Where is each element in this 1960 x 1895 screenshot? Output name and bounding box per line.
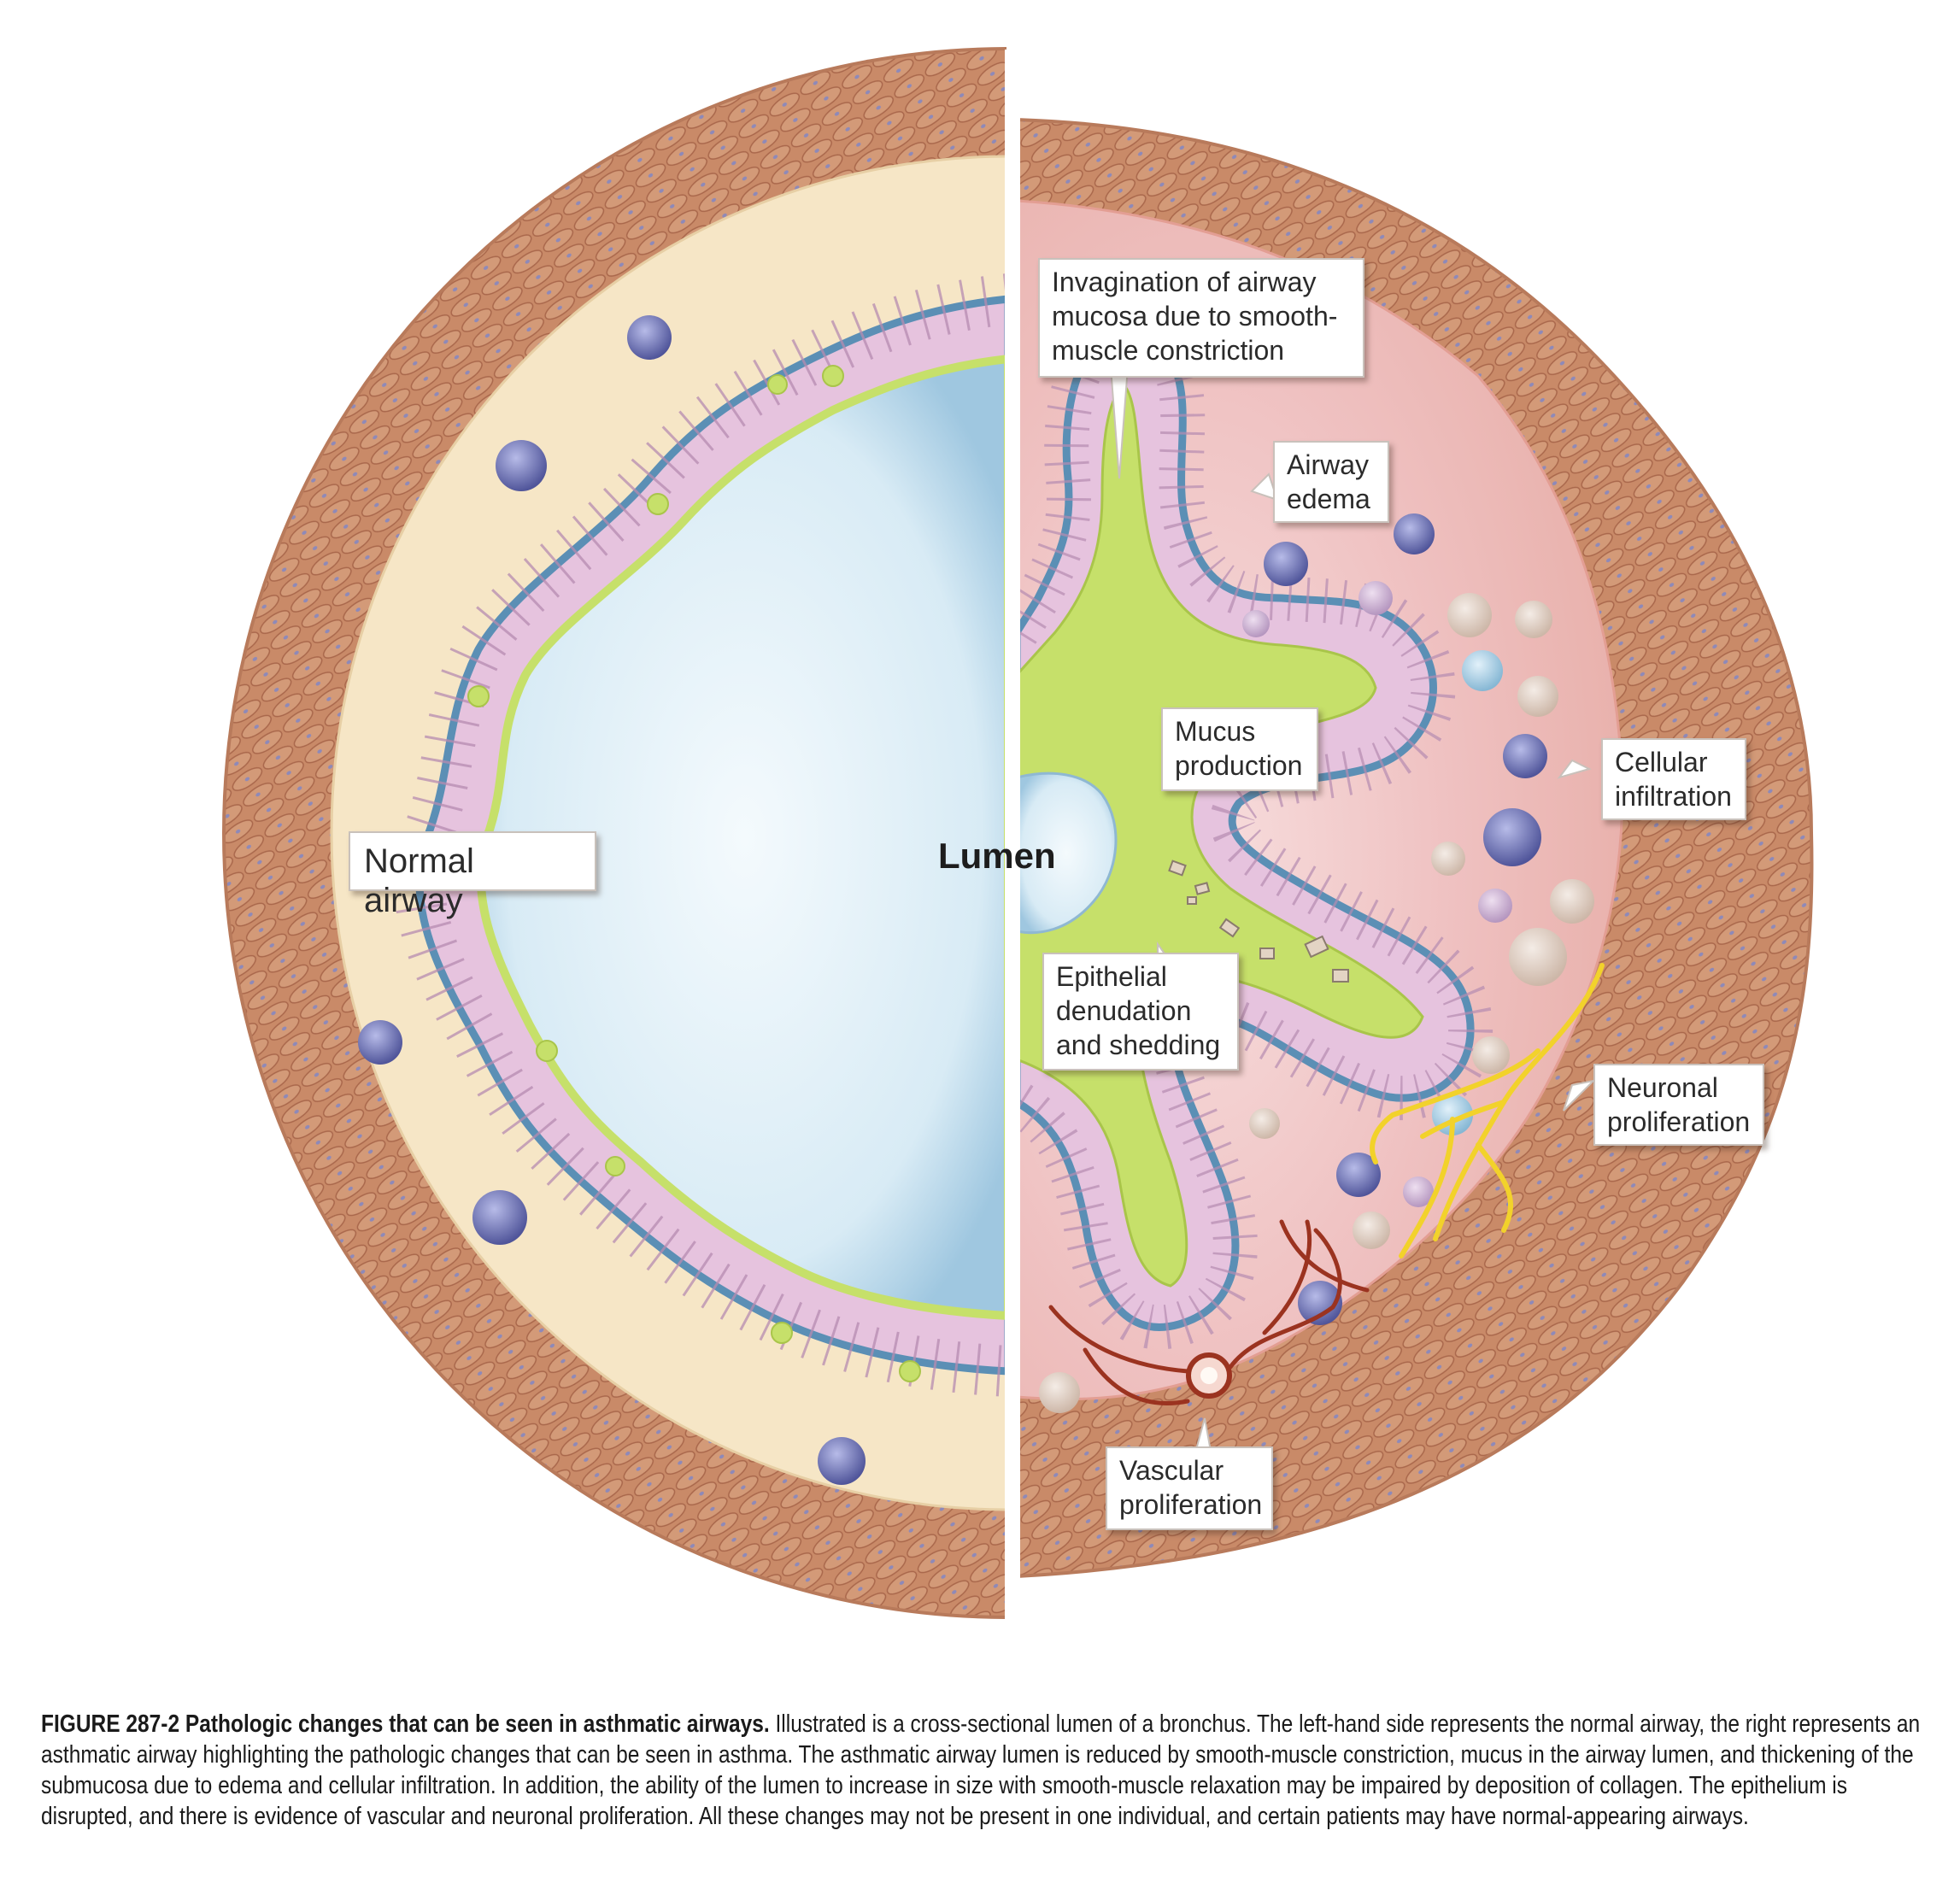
figure-caption: FIGURE 287-2 Pathologic changes that can… bbox=[41, 1709, 1922, 1832]
label-airway-edema: Airway edema bbox=[1273, 441, 1389, 523]
label-epithelial-denudation: Epithelial denudation and shedding bbox=[1042, 953, 1239, 1071]
lumen-narrowed bbox=[1018, 771, 1118, 935]
divider bbox=[1005, 50, 1020, 1683]
epithelial-debris bbox=[1168, 859, 1349, 983]
label-normal-airway: Normal airway bbox=[349, 831, 596, 919]
vessel-cross-section bbox=[1186, 1352, 1232, 1399]
goblet-cells-normal bbox=[467, 365, 921, 1382]
label-mucus-production: Mucus production bbox=[1161, 707, 1318, 791]
infiltrating-cells bbox=[1039, 513, 1594, 1413]
label-neuronal-proliferation: Neuronal proliferation bbox=[1593, 1064, 1764, 1146]
label-invagination: Invagination of airway mucosa due to smo… bbox=[1038, 258, 1364, 378]
caption-heading: FIGURE 287-2 Pathologic changes that can… bbox=[41, 1710, 770, 1738]
caption-body: Illustrated is a cross-sectional lumen o… bbox=[41, 1710, 1921, 1830]
proliferating-nerves bbox=[1370, 963, 1605, 1258]
label-lumen: Lumen bbox=[938, 836, 1056, 876]
label-cellular-infiltration: Cellular infiltration bbox=[1601, 738, 1746, 820]
leukocytes-normal bbox=[358, 315, 866, 1485]
proliferating-vessels bbox=[1048, 1219, 1370, 1405]
normal-airway-half bbox=[222, 47, 1006, 1619]
label-vascular-proliferation: Vascular proliferation bbox=[1106, 1446, 1273, 1530]
